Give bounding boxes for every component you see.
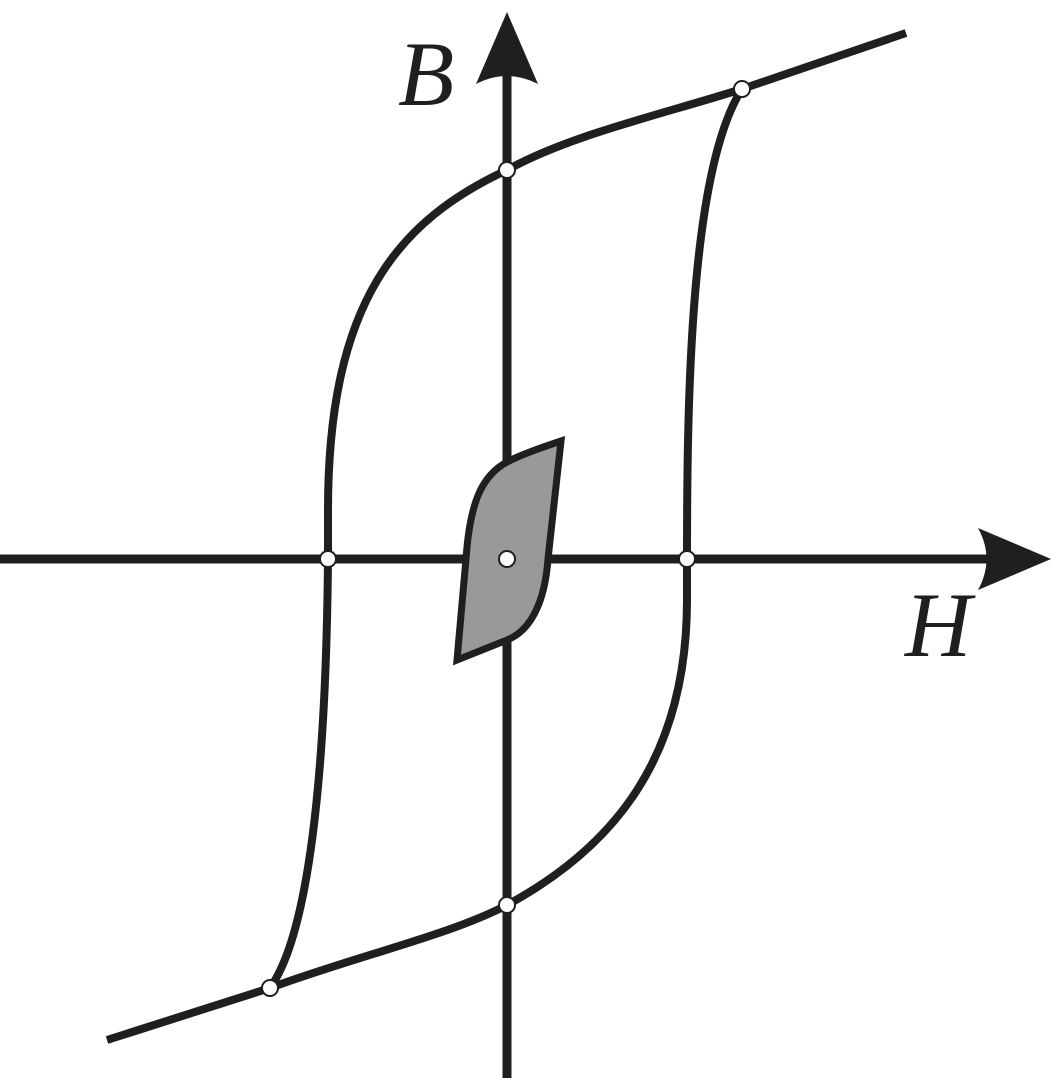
positive-remanence-point (498, 161, 516, 179)
h-axis-label: H (904, 574, 976, 676)
lower-saturation-tail (105, 984, 272, 1044)
hysteresis-loop-ascending-branch (268, 86, 746, 992)
b-axis-label: B (398, 23, 454, 125)
upper-saturation-tail (740, 29, 908, 93)
positive-coercivity-point (678, 550, 696, 568)
origin-point (498, 550, 516, 568)
lower-tip-point (261, 979, 279, 997)
negative-coercivity-point (319, 550, 337, 568)
hysteresis-loop (266, 85, 744, 991)
h-axis-arrowhead (978, 528, 1051, 590)
upper-tip-point (733, 80, 751, 98)
b-axis-arrowhead (476, 12, 538, 84)
negative-remanence-point (498, 896, 516, 914)
